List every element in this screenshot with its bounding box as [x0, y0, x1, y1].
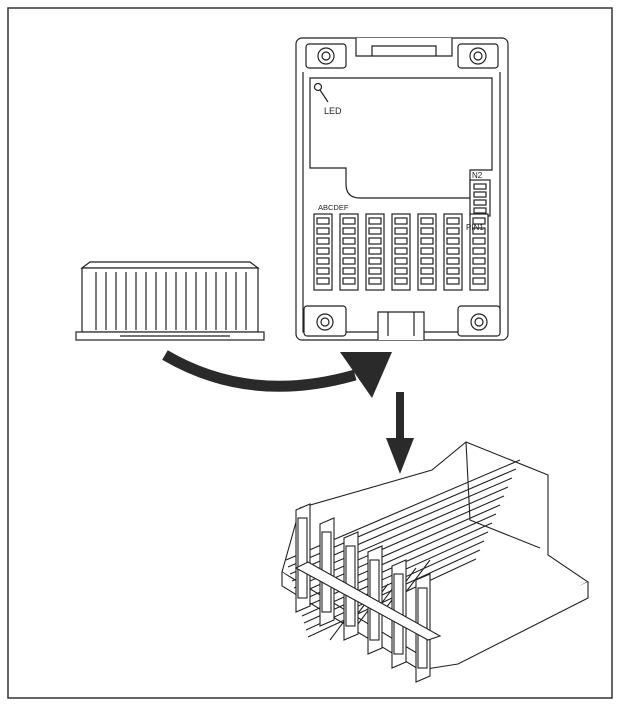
terminal-slot: [342, 247, 356, 255]
terminal-slot: [446, 257, 460, 265]
terminal-slot: [368, 257, 382, 265]
n2-slot: [473, 207, 487, 214]
terminal-slot: [316, 247, 330, 255]
terminal-slot: [316, 257, 330, 265]
terminal-slot: [420, 267, 434, 275]
terminal-slot: [394, 267, 408, 275]
curved-arrow-icon: [162, 350, 392, 398]
terminal-slot: [472, 247, 486, 255]
terminal-slot: [368, 247, 382, 255]
n2-slot: [473, 183, 487, 190]
wired-connector-assembly-icon: [281, 441, 590, 683]
terminal-slot: [420, 237, 434, 245]
terminal-slot: [368, 227, 382, 235]
n2-slot: [473, 191, 487, 198]
terminal-slot: [446, 227, 460, 235]
terminal-slot: [316, 267, 330, 275]
terminal-slot: [446, 277, 460, 285]
terminal-slot: [316, 217, 330, 225]
terminal-slot: [394, 227, 408, 235]
clip-body: [297, 517, 308, 599]
terminal-slot: [472, 217, 486, 225]
terminal-slot: [342, 277, 356, 285]
columns-label: ABCDEF: [318, 203, 349, 212]
terminal-slot: [472, 237, 486, 245]
terminal-slot: [446, 237, 460, 245]
n2-label: N2: [472, 171, 483, 180]
terminal-board-icon: [295, 37, 509, 341]
terminal-slot: [368, 217, 382, 225]
terminal-slot: [342, 237, 356, 245]
terminal-slot: [394, 217, 408, 225]
pin1-label: PIN1: [466, 223, 484, 232]
led-label: LED: [324, 106, 342, 116]
terminal-slot: [394, 237, 408, 245]
terminal-slot: [420, 257, 434, 265]
terminal-slot: [472, 267, 486, 275]
terminal-slot: [446, 217, 460, 225]
diagram-frame: [7, 7, 613, 699]
terminal-slot: [420, 247, 434, 255]
terminal-slot: [342, 257, 356, 265]
terminal-slot: [420, 217, 434, 225]
terminal-slot: [446, 247, 460, 255]
terminal-slot: [394, 257, 408, 265]
terminal-slot: [394, 247, 408, 255]
terminal-slot: [316, 227, 330, 235]
terminal-slot: [472, 227, 486, 235]
terminal-slot: [472, 277, 486, 285]
terminal-slot: [342, 227, 356, 235]
terminal-slot: [316, 277, 330, 285]
terminal-slot: [368, 267, 382, 275]
n2-slot: [473, 199, 487, 206]
terminal-slot: [316, 237, 330, 245]
terminal-slot: [394, 277, 408, 285]
terminal-slot: [472, 257, 486, 265]
terminal-slot: [368, 277, 382, 285]
terminal-slot: [446, 267, 460, 275]
down-arrow-icon: [386, 392, 414, 474]
terminal-slot: [368, 237, 382, 245]
terminal-slot: [420, 277, 434, 285]
connector-plug-icon: [75, 261, 265, 341]
terminal-slot: [342, 267, 356, 275]
terminal-slot: [342, 217, 356, 225]
terminal-slot: [420, 227, 434, 235]
